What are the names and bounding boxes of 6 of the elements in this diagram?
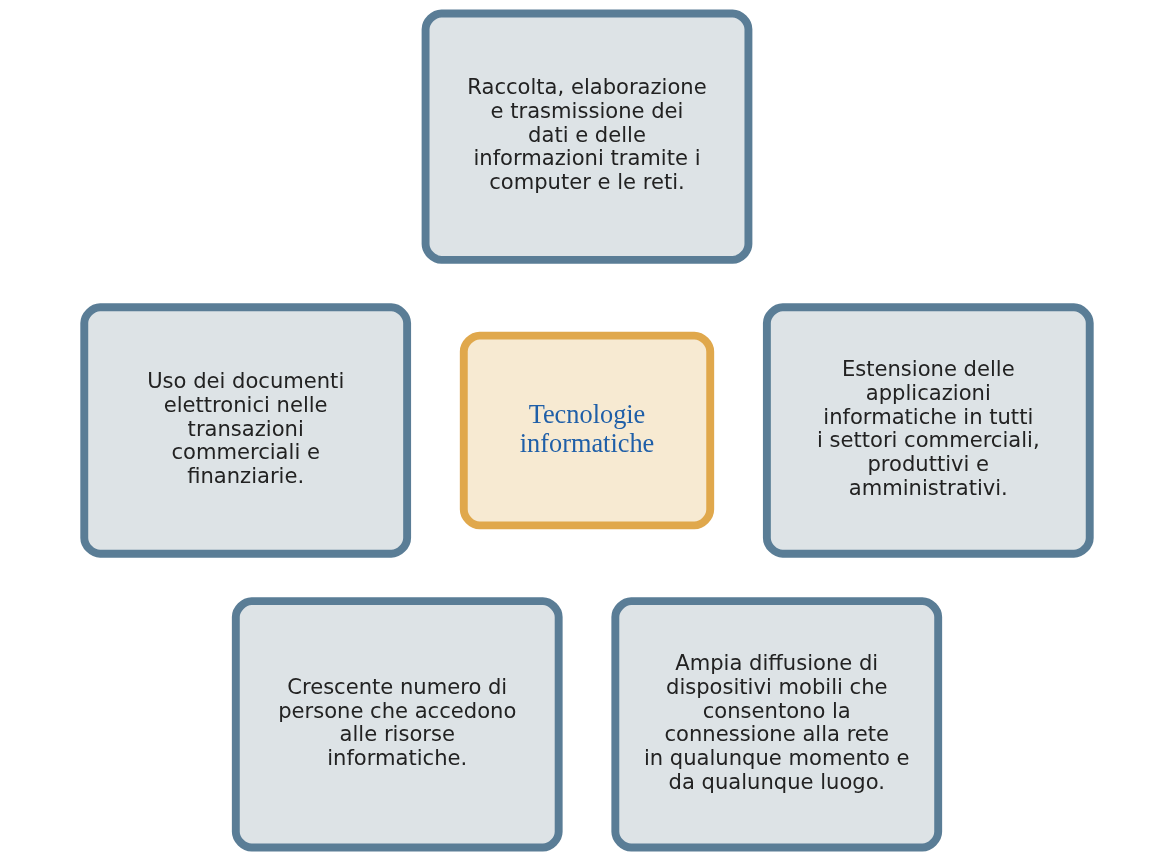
node-box: Crescente numero di persone che accedono alle risorse informatiche. (231, 597, 563, 852)
node-box: Ampia diffusione di dispositivi mobili che consentono la connessione alla rete in qualunque momento e da qualunque luogo. (611, 597, 943, 852)
node-box: Uso dei documenti elettronici nelle transazioni commerciali e finanziarie. (80, 303, 412, 558)
node-box: Estensione delle applicazioni informatiche in tutti i settori commerciali, produttivi e amministrativi. (762, 303, 1094, 558)
node-box: Raccolta, elaborazione e trasmissione dei dati e delle informazioni tramite i computer e le reti. (421, 9, 753, 264)
node-box: Tecnologie informatiche (459, 331, 715, 530)
